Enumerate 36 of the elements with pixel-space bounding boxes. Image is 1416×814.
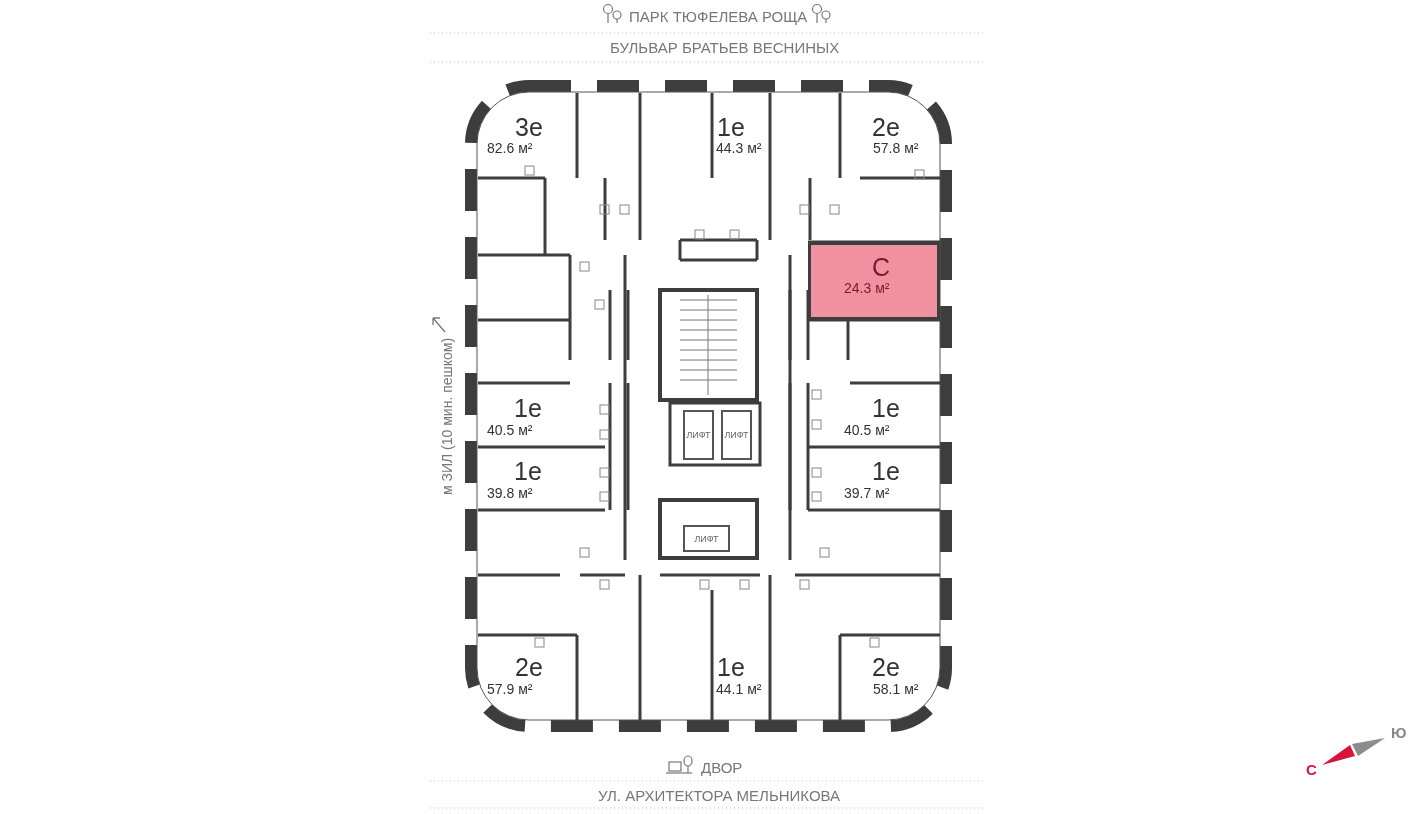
apartment-area: 39.8 м² <box>487 486 533 500</box>
apartment-area: 40.5 м² <box>844 423 890 437</box>
apartment-type: 1е <box>717 115 745 140</box>
apartment-area: 44.3 м² <box>716 141 762 155</box>
metro-direction: м ЗИЛ (10 мин. пешком) <box>440 337 454 495</box>
elevator-box <box>683 525 730 552</box>
apartment-type: 1е <box>514 396 542 421</box>
elevator-box <box>683 410 714 460</box>
highlighted-apartment <box>808 242 940 320</box>
street-name: БУЛЬВАР БРАТЬЕВ ВЕСНИНЫХ <box>610 40 840 55</box>
elevator-label: ЛИФТ <box>694 533 719 544</box>
courtyard-label: ДВОР <box>701 760 743 775</box>
park-name: ПАРК ТЮФЕЛЕВА РОЩА <box>629 9 808 24</box>
apartment-area: 57.8 м² <box>873 141 919 155</box>
apartment-area: 58.1 м² <box>873 682 919 696</box>
compass-direction: Ю <box>1391 725 1407 740</box>
apartment-area: 24.3 м² <box>844 281 890 295</box>
apartment-area: 44.1 м² <box>716 682 762 696</box>
elevator-label: ЛИФТ <box>724 430 749 440</box>
compass-direction: С <box>1306 762 1317 777</box>
apartment-area: 40.5 м² <box>487 423 533 437</box>
apartment-area: 57.9 м² <box>487 682 533 696</box>
apartment-type: 1е <box>872 396 900 421</box>
apartment-type: 2е <box>872 655 900 680</box>
elevator-box <box>721 410 752 460</box>
apartment-type: С <box>872 255 891 280</box>
apartment-area: 39.7 м² <box>844 486 890 500</box>
apartment-type: 1е <box>872 459 900 484</box>
apartment-type: 2е <box>515 655 543 680</box>
apartment-type: 2е <box>872 115 900 140</box>
apartment-area: 82.6 м² <box>487 141 533 155</box>
elevator-label: ЛИФТ <box>686 430 711 440</box>
apartment-type: 3е <box>515 115 543 140</box>
street-name: УЛ. АРХИТЕКТОРА МЕЛЬНИКОВА <box>598 788 841 803</box>
apartment-type: 1е <box>717 655 745 680</box>
apartment-type: 1е <box>514 459 542 484</box>
